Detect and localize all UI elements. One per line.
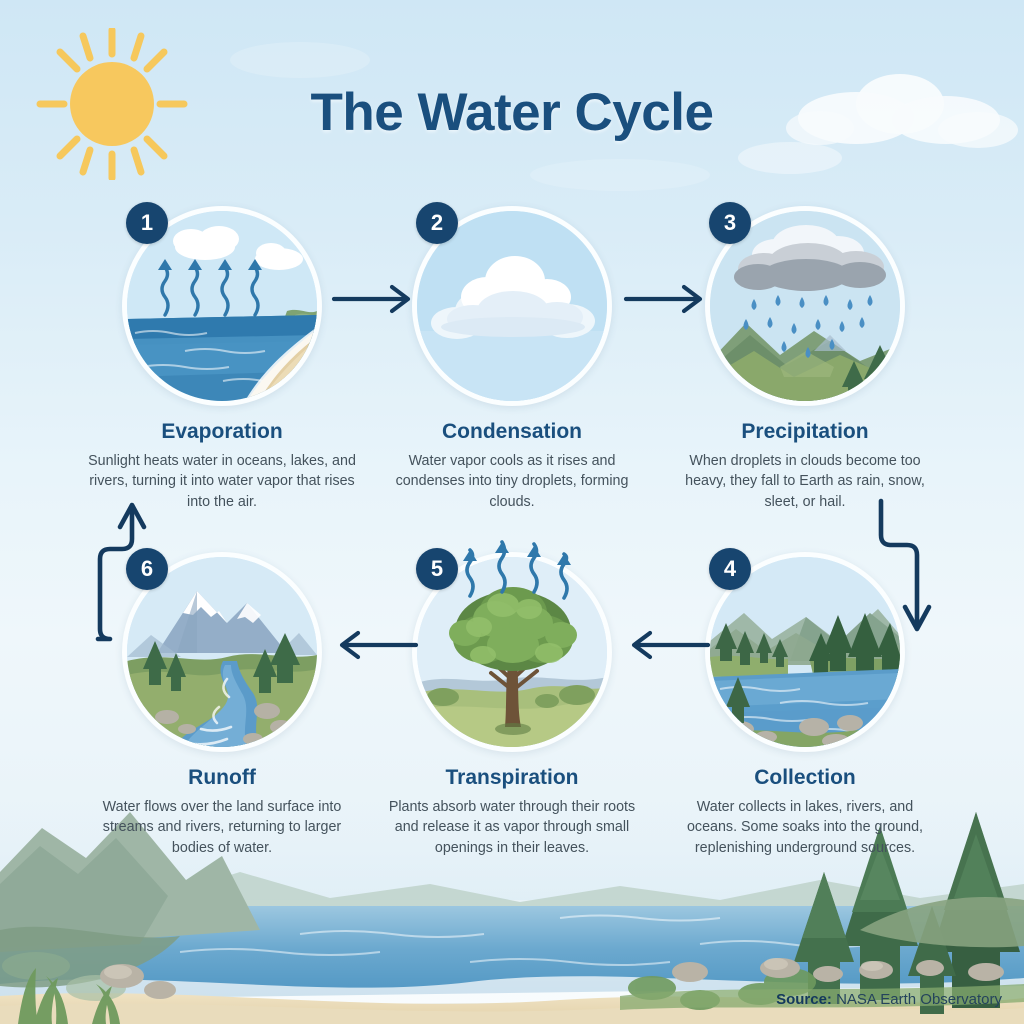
step-badge-3: 3	[709, 202, 751, 244]
illustration-rain-over-mountains	[705, 206, 905, 406]
illustration-forest-lake	[705, 552, 905, 752]
step-illustration-wrap: 1	[122, 202, 322, 406]
source-value: NASA Earth Observatory	[836, 991, 1002, 1008]
step-title-condensation: Condensation	[442, 420, 582, 443]
arrow-step-down-icon	[878, 498, 932, 632]
step-title-transpiration: Transpiration	[445, 766, 579, 789]
step-card-collection: 4 Collection Water collects in lakes, ri…	[665, 548, 945, 858]
step-illustration-wrap: 6	[122, 548, 322, 752]
step-title-evaporation: Evaporation	[161, 420, 283, 443]
step-badge-4: 4	[709, 548, 751, 590]
step-description-transpiration: Plants absorb water through their roots …	[388, 799, 636, 856]
page-title: The Water Cycle	[310, 83, 714, 142]
step-illustration-wrap: 2	[412, 202, 612, 406]
step-illustration-wrap: 3	[705, 202, 905, 406]
step-card-condensation: 2 Condensation Water vapor cools as it r…	[372, 202, 652, 512]
arrow-step-up-icon	[95, 502, 147, 642]
source-attribution: Source: NASA Earth Observatory	[776, 991, 1002, 1008]
step-card-transpiration: 5 Transpiration Plants absorb water thro…	[372, 540, 652, 858]
step-card-precipitation: 3 Precipitation When droplets in clouds …	[665, 202, 945, 512]
cloud-icon	[738, 74, 1018, 174]
step-description-collection: Water collects in lakes, rivers, and oce…	[686, 799, 924, 856]
source-label: Source:	[776, 991, 832, 1008]
step-description-evaporation: Sunlight heats water in oceans, lakes, a…	[88, 453, 356, 510]
step-title-runoff: Runoff	[188, 766, 256, 789]
step-illustration-wrap: 4	[705, 548, 905, 752]
sun-icon	[36, 28, 188, 180]
arrow-right-icon	[331, 284, 411, 314]
step-badge-6: 6	[126, 548, 168, 590]
step-title-collection: Collection	[754, 766, 856, 789]
step-illustration-wrap: 5	[412, 540, 612, 752]
arrow-right-icon	[623, 284, 703, 314]
step-badge-5: 5	[416, 548, 458, 590]
step-description-condensation: Water vapor cools as it rises and conden…	[395, 453, 629, 510]
step-badge-2: 2	[416, 202, 458, 244]
step-card-runoff: 6 Runoff Water flows over the land surfa…	[82, 548, 362, 858]
step-description-precipitation: When droplets in clouds become too heavy…	[685, 453, 925, 510]
arrow-left-icon	[339, 630, 419, 660]
step-title-precipitation: Precipitation	[741, 420, 869, 443]
step-card-evaporation: 1 Evaporation Sunlight heats water in oc…	[82, 202, 362, 512]
arrow-left-icon	[631, 630, 711, 660]
step-description-runoff: Water flows over the land surface into s…	[102, 799, 342, 856]
step-badge-1: 1	[126, 202, 168, 244]
